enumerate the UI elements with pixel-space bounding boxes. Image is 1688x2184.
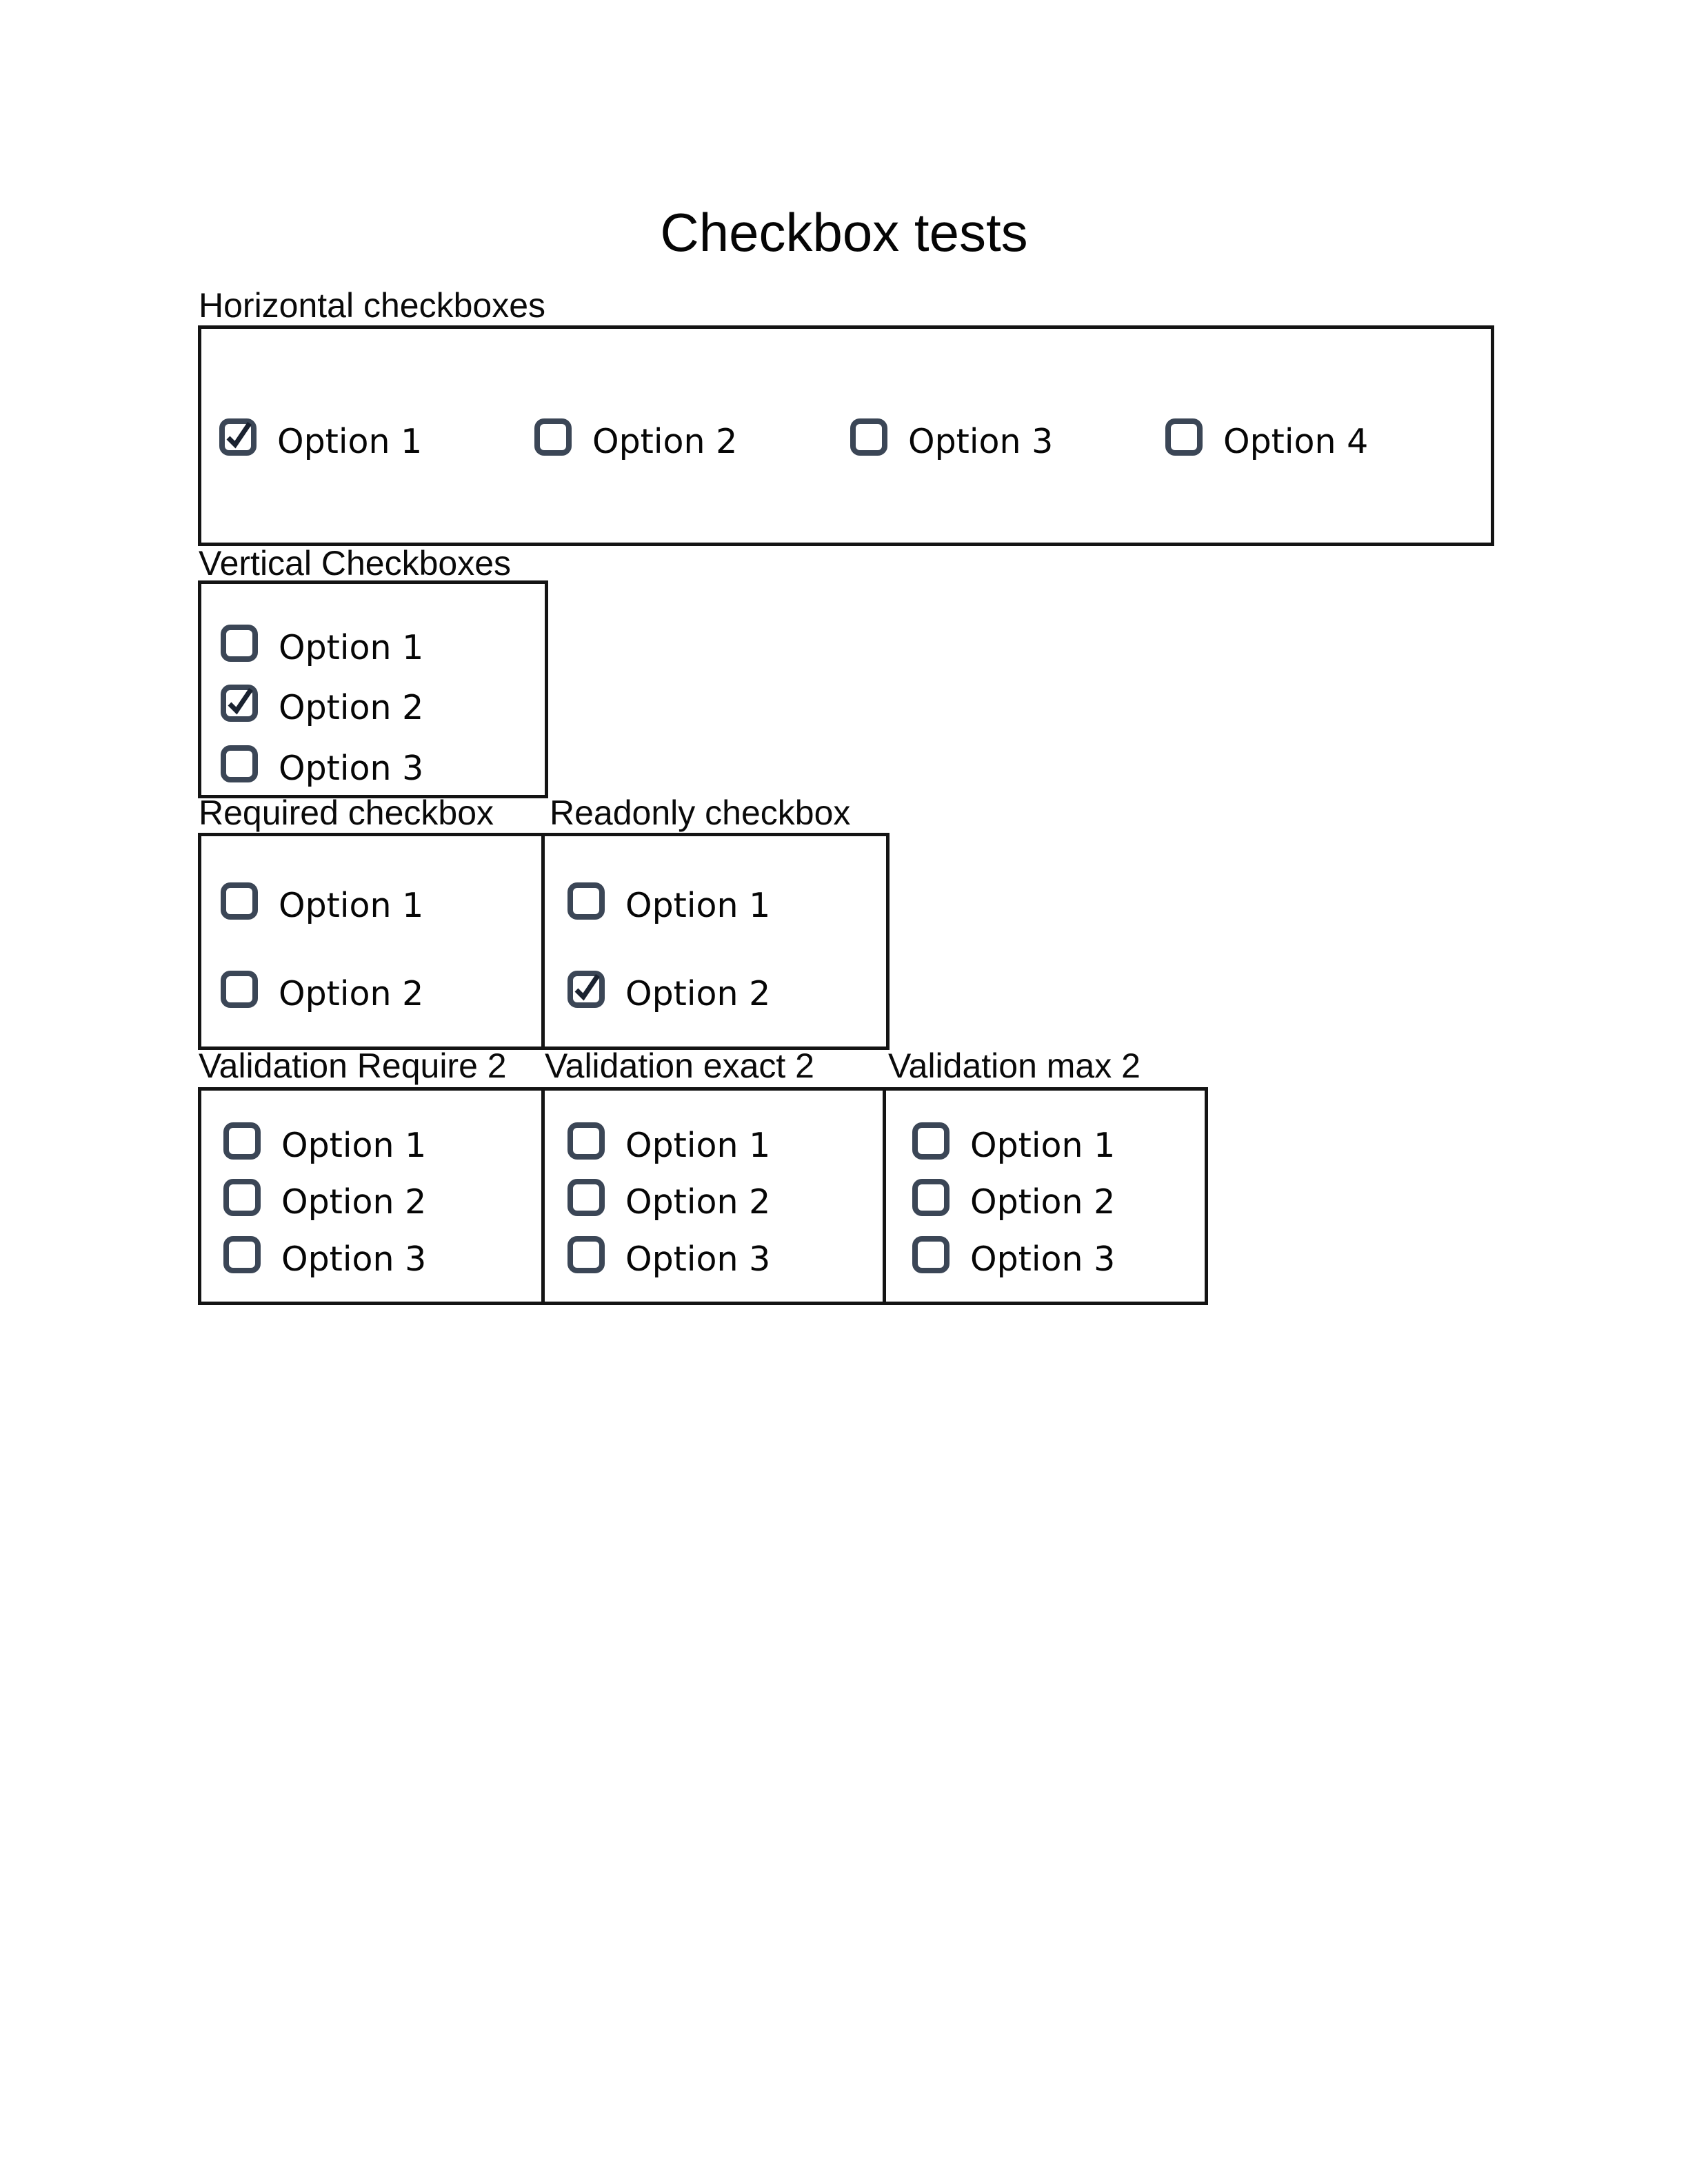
checkbox-label[interactable]: Option 2	[625, 974, 771, 1013]
checkbox[interactable]	[567, 1179, 605, 1216]
checkbox[interactable]	[223, 1236, 261, 1273]
checkbox-option[interactable]: Option 1	[219, 418, 422, 461]
checkbox-label[interactable]: Option 2	[281, 1182, 427, 1222]
section-box-readonly: Option 1 Option 2	[541, 833, 890, 1050]
checkbox-option[interactable]: Option 3	[850, 418, 1053, 461]
checkbox[interactable]	[534, 418, 572, 456]
checkbox-option[interactable]: Option 3	[912, 1236, 1115, 1279]
checkbox-label[interactable]: Option 3	[908, 422, 1054, 461]
checkmark-icon	[228, 688, 253, 715]
checkbox[interactable]	[221, 882, 258, 920]
checkbox[interactable]	[912, 1236, 950, 1273]
checkbox-label[interactable]: Option 1	[277, 422, 423, 461]
checkbox[interactable]	[912, 1122, 950, 1160]
checkbox-label[interactable]: Option 2	[625, 1182, 771, 1222]
checkbox[interactable]	[219, 418, 257, 456]
section-label-required: Required checkbox	[199, 793, 494, 832]
section-label-validation-require-2: Validation Require 2	[199, 1046, 507, 1085]
checkbox-option[interactable]: Option 2	[221, 971, 423, 1013]
checkbox-label[interactable]: Option 2	[970, 1182, 1116, 1222]
section-label-readonly: Readonly checkbox	[550, 793, 851, 832]
checkbox-label[interactable]: Option 1	[281, 1126, 427, 1165]
checkbox-option[interactable]: Option 1	[912, 1122, 1115, 1165]
checkbox-label[interactable]: Option 1	[279, 886, 424, 925]
checkbox-option[interactable]: Option 1	[567, 882, 770, 925]
checkbox[interactable]	[850, 418, 887, 456]
checkbox-option[interactable]: Option 4	[1165, 418, 1368, 461]
section-label-validation-max-2: Validation max 2	[888, 1046, 1141, 1085]
checkbox-label[interactable]: Option 2	[279, 688, 424, 727]
checkbox-option[interactable]: Option 1	[223, 1122, 426, 1165]
checkbox[interactable]	[223, 1122, 261, 1160]
checkbox[interactable]	[221, 971, 258, 1008]
checkbox[interactable]	[223, 1179, 261, 1216]
section-box-validation-require-2: Option 1 Option 2 Option 3	[198, 1087, 548, 1305]
section-box-required: Option 1 Option 2	[198, 833, 548, 1050]
checkbox-option[interactable]: Option 2	[223, 1179, 426, 1222]
checkbox-option[interactable]: Option 1	[221, 625, 423, 667]
checkbox-option[interactable]: Option 1	[567, 1122, 770, 1165]
checkmark-icon	[574, 974, 600, 1001]
checkbox-label[interactable]: Option 4	[1223, 422, 1369, 461]
section-label-horizontal: Horizontal checkboxes	[199, 286, 546, 325]
section-box-validation-max-2: Option 1 Option 2 Option 3	[883, 1087, 1208, 1305]
section-label-validation-exact-2: Validation exact 2	[545, 1046, 814, 1085]
checkbox[interactable]	[912, 1179, 950, 1216]
checkbox-label[interactable]: Option 2	[279, 974, 424, 1013]
checkbox-option[interactable]: Option 2	[567, 1179, 770, 1222]
checkbox[interactable]	[1165, 418, 1203, 456]
checkbox-option[interactable]: Option 3	[223, 1236, 426, 1279]
checkbox-option[interactable]: Option 3	[221, 745, 423, 788]
section-box-vertical: Option 1 Option 2 Option 3	[198, 580, 548, 798]
checkbox-option[interactable]: Option 2	[534, 418, 737, 461]
checkbox-label[interactable]: Option 3	[625, 1240, 771, 1279]
checkbox-label[interactable]: Option 3	[281, 1240, 427, 1279]
checkbox[interactable]	[221, 685, 258, 722]
checkbox[interactable]	[567, 971, 605, 1008]
checkbox-option[interactable]: Option 2	[567, 971, 770, 1013]
checkbox-label[interactable]: Option 3	[970, 1240, 1116, 1279]
checkbox-option[interactable]: Option 2	[912, 1179, 1115, 1222]
checkbox-option[interactable]: Option 3	[567, 1236, 770, 1279]
page-title: Checkbox tests	[660, 202, 1028, 263]
checkbox-option[interactable]: Option 1	[221, 882, 423, 925]
checkbox-label[interactable]: Option 3	[279, 749, 424, 788]
checkbox-option[interactable]: Option 2	[221, 685, 423, 727]
section-label-vertical: Vertical Checkboxes	[199, 544, 512, 583]
section-box-horizontal: Option 1 Option 2 Option 3 Option 4	[198, 325, 1494, 546]
checkbox[interactable]	[567, 882, 605, 920]
checkbox[interactable]	[567, 1122, 605, 1160]
checkbox-label[interactable]: Option 1	[970, 1126, 1116, 1165]
checkbox-label[interactable]: Option 1	[279, 628, 424, 667]
checkbox[interactable]	[221, 625, 258, 662]
checkbox-label[interactable]: Option 1	[625, 886, 771, 925]
checkbox-label[interactable]: Option 1	[625, 1126, 771, 1165]
checkbox[interactable]	[221, 745, 258, 782]
checkbox[interactable]	[567, 1236, 605, 1273]
section-box-validation-exact-2: Option 1 Option 2 Option 3	[541, 1087, 890, 1305]
checkbox-label[interactable]: Option 2	[592, 422, 738, 461]
checkmark-icon	[226, 422, 252, 449]
